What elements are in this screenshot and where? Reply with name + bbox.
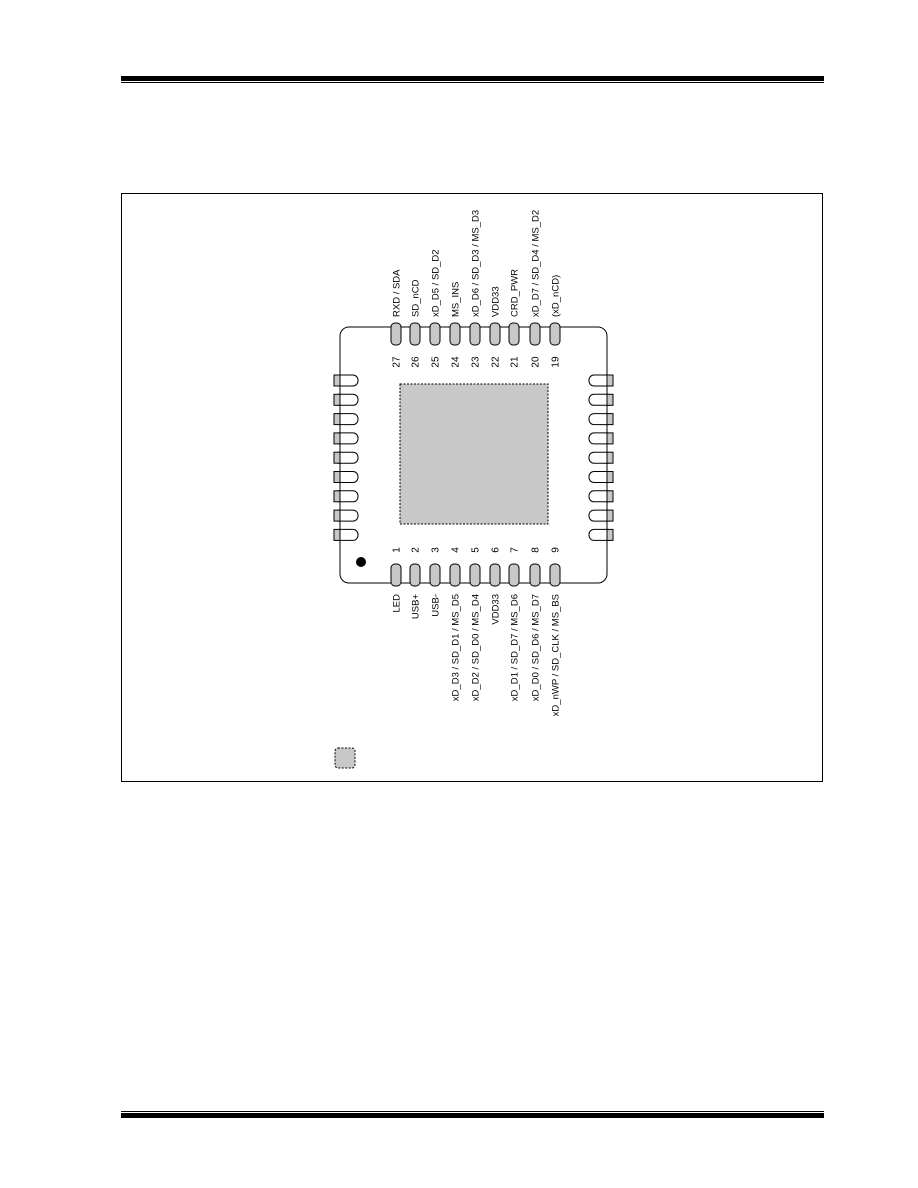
top-pin-pad	[390, 322, 402, 346]
top-pin-label: xD_D6 / SD_D3 / MS_D3	[471, 210, 482, 317]
top-pin-number: 22	[491, 356, 502, 368]
top-pin-pad	[449, 322, 461, 346]
top-pin-pad	[508, 322, 520, 346]
top-pin-number: 19	[551, 356, 562, 368]
top-pin-number: 23	[471, 356, 482, 368]
left-pin-pad-end	[333, 490, 341, 503]
right-pin-pad-end	[606, 528, 614, 541]
legend-exposed-pad-swatch	[334, 747, 356, 769]
left-pin-pad-end	[333, 393, 341, 406]
top-pin-pad	[469, 322, 481, 346]
top-pin-label: SD_nCD	[411, 279, 422, 317]
bottom-pin-number: 1	[392, 547, 403, 553]
bottom-pin-pad	[489, 563, 501, 587]
top-pin-pad	[529, 322, 541, 346]
bottom-pin-number: 6	[491, 547, 502, 553]
header-rule-thin	[121, 82, 824, 83]
right-pin-pad-end	[606, 413, 614, 426]
top-pin-label: VDD33	[491, 286, 502, 317]
top-pin-pad	[549, 322, 561, 346]
bottom-pin-label: VDD33	[491, 594, 502, 625]
header-rule-thick	[121, 76, 824, 81]
bottom-pin-label: xD_nWP / SD_CLK / MS_BS	[551, 594, 562, 716]
right-pin-pad-end	[606, 471, 614, 483]
bottom-pin-number: 9	[551, 547, 562, 553]
bottom-pin-pad	[529, 563, 541, 587]
top-pin-number: 26	[411, 356, 422, 368]
top-pin-number: 24	[451, 356, 462, 368]
left-pin-pad-end	[333, 528, 341, 541]
pin1-indicator-dot	[356, 557, 366, 567]
bottom-pin-pad	[409, 563, 421, 587]
left-pin-pad-end	[333, 451, 341, 464]
top-pin-pad	[429, 322, 441, 346]
top-pin-number: 27	[392, 356, 403, 368]
top-pin-label: RXD / SDA	[392, 269, 403, 317]
top-pin-label: (xD_nCD)	[551, 275, 562, 317]
top-pin-number: 20	[531, 356, 542, 368]
right-pin-pad-end	[606, 490, 614, 503]
bottom-pin-pad	[549, 563, 561, 587]
right-pin-pad-end	[606, 451, 614, 464]
top-pin-label: xD_D5 / SD_D2	[431, 249, 442, 317]
right-pin-pad-end	[606, 509, 614, 522]
footer-rule-thick	[121, 1113, 824, 1118]
bottom-pin-number: 7	[510, 547, 521, 553]
left-pin-pad-end	[333, 374, 341, 387]
right-pin-pad-end	[606, 374, 614, 387]
right-pin-pad-end	[606, 432, 614, 445]
bottom-pin-number: 4	[451, 547, 462, 553]
top-pin-label: CRD_PWR	[510, 269, 521, 317]
top-pin-label: xD_D7 / SD_D4 / MS_D2	[531, 210, 542, 317]
bottom-pin-label: xD_D1 / SD_D7 / MS_D6	[510, 594, 521, 701]
top-pin-number: 25	[431, 356, 442, 368]
top-pin-number: 21	[510, 356, 521, 368]
figure-frame	[121, 193, 823, 782]
bottom-pin-label: USB+	[411, 594, 422, 620]
top-pin-label: MS_INS	[451, 282, 462, 317]
bottom-pin-number: 3	[431, 547, 442, 553]
bottom-pin-label: USB-	[431, 594, 442, 617]
top-pin-pad	[409, 322, 421, 346]
left-pin-pad-end	[333, 413, 341, 426]
left-pin-pad-end	[333, 509, 341, 522]
bottom-pin-number: 8	[531, 547, 542, 553]
bottom-pin-pad	[449, 563, 461, 587]
bottom-pin-number: 2	[411, 547, 422, 553]
bottom-pin-pad	[429, 563, 441, 587]
bottom-pin-label: xD_D3 / SD_D1 / MS_D5	[451, 594, 462, 701]
left-pin-pad-end	[333, 432, 341, 445]
right-pin-pad-end	[606, 393, 614, 406]
bottom-pin-number: 5	[471, 547, 482, 553]
bottom-pin-pad	[469, 563, 481, 587]
bottom-pin-pad	[508, 563, 520, 587]
bottom-pin-label: LED	[392, 594, 403, 613]
exposed-pad	[399, 383, 549, 525]
footer-rule-thin	[121, 1111, 824, 1112]
top-pin-pad	[489, 322, 501, 346]
bottom-pin-label: xD_D2 / SD_D0 / MS_D4	[471, 594, 482, 701]
left-pin-pad-end	[333, 471, 341, 483]
bottom-pin-pad	[390, 563, 402, 587]
bottom-pin-label: xD_D0 / SD_D6 / MS_D7	[531, 594, 542, 701]
